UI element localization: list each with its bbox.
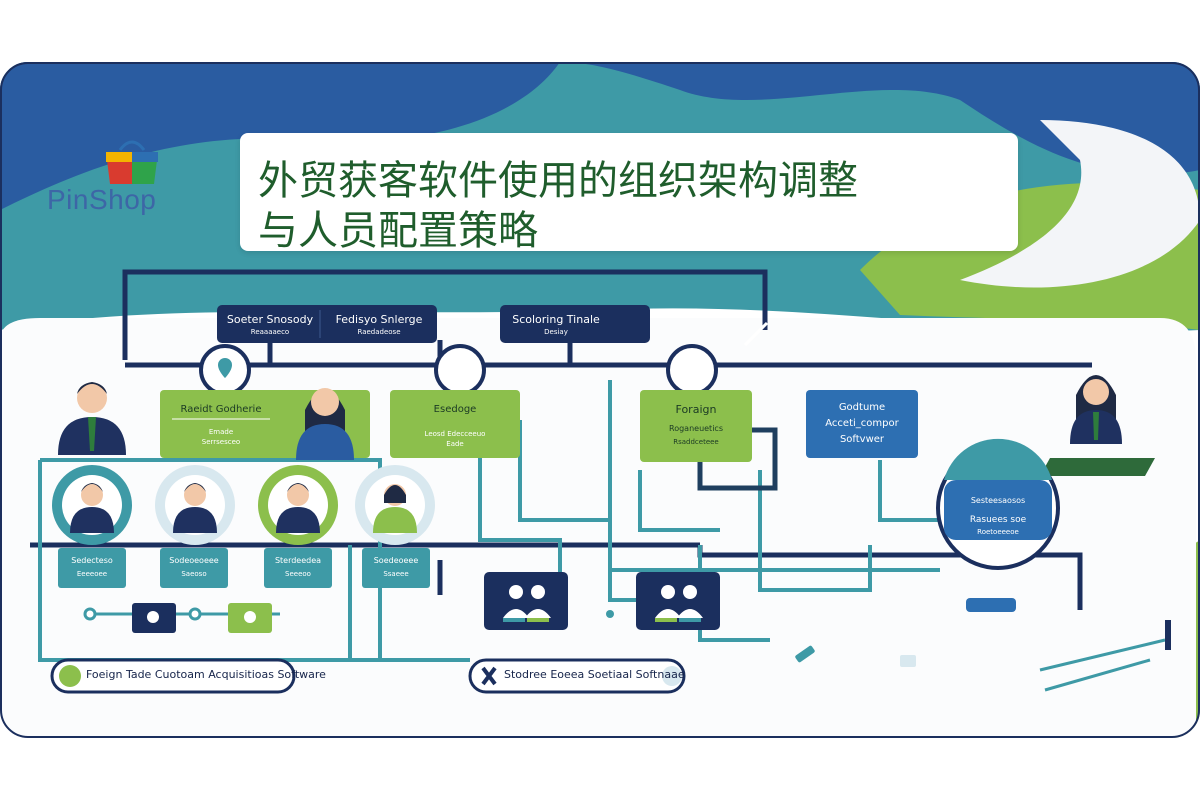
page-title-line-2: 与人员配置策略 [258, 208, 538, 254]
node-chain [83, 603, 280, 633]
bottom-pill-1-label: Foeign Tade Cuotoam Acquisitioas Softwar… [86, 668, 326, 681]
tools-icon [481, 666, 497, 686]
small-tag [966, 598, 1016, 612]
team-label-4-title: Soedeoeee [373, 556, 419, 565]
team-label-3-sub: Seeeoo [285, 570, 311, 578]
title-card [240, 133, 1018, 251]
group-box-2 [636, 572, 720, 630]
team-avatar-4 [355, 465, 435, 545]
blue-box-line2: Acceti_compor [825, 418, 899, 429]
team-label-3-title: Sterdeedea [274, 556, 322, 565]
top-box-2-title: Fedisyo Snlerge [335, 313, 423, 326]
person-woman-standing [296, 388, 354, 460]
team-avatar-1 [52, 465, 132, 545]
junction-node-2 [434, 344, 486, 396]
team-label-box-4 [362, 548, 430, 588]
pinshop-bag-icon [106, 140, 158, 184]
circle-badge-line3: Roetoeeeoe [977, 528, 1019, 536]
green-box-3 [640, 390, 752, 462]
blue-box [806, 390, 918, 458]
group-box-1 [484, 572, 568, 630]
teal-connectors [38, 380, 940, 662]
green-box-2 [390, 390, 520, 458]
team-label-1-sub: Eeeeoee [76, 570, 108, 578]
location-pin-icon [218, 358, 232, 378]
circle-badge-line2: Rasuees soe [969, 515, 1027, 525]
team-label-box-2 [160, 548, 228, 588]
green-box-3-line3: Rsaddceteee [673, 438, 719, 446]
blue-box-title: Godtume [838, 402, 886, 413]
top-box-2-subtitle: Raedadeose [357, 328, 401, 336]
top-box-1-title: Soeter Snosody [226, 313, 314, 326]
team-label-box-1 [58, 548, 126, 588]
team-avatar-2 [155, 465, 235, 545]
brand-name: PinShop [47, 184, 157, 215]
team-label-2-title: Sodeoeoeee [169, 556, 219, 565]
top-box-1-subtitle: Reaaaaeco [250, 328, 290, 336]
bottom-pill-1 [50, 658, 296, 694]
desk-stripe [1040, 458, 1155, 476]
green-box-1-line2: Emade [208, 428, 234, 436]
circle-badge-title: Sesteesaosos [970, 496, 1026, 505]
page-title-line-1: 外贸获客软件使用的组织架构调整 [258, 158, 858, 204]
top-box-2 [500, 305, 650, 343]
team-label-box-3 [264, 548, 332, 588]
green-box-1-title: Raeidt Godherie [180, 404, 262, 415]
blue-box-line3: Softvwer [839, 434, 885, 445]
top-box-3-title: Scoloring Tinale [512, 313, 600, 326]
blue-wave-right [560, 62, 1200, 175]
team-label-4-sub: Ssaeee [383, 570, 409, 578]
bottom-pill-2-label: Stodree Eoeea Soetiaal Softnaae [504, 668, 685, 681]
team-label-2-sub: Saeoso [181, 570, 207, 578]
green-box-2-line3: Eade [446, 440, 464, 448]
top-box-1 [217, 305, 437, 343]
bottom-pill-2 [468, 658, 686, 694]
top-box-3-subtitle: Desiay [544, 328, 568, 336]
paper-curl [960, 120, 1200, 288]
team-label-1-title: Sedecteso [71, 556, 113, 565]
green-box-3-line2: Roganeuetics [669, 424, 723, 433]
person-woman-right [1070, 375, 1122, 444]
green-box-2-line2: Leosd Edecceeuo [424, 430, 486, 438]
team-avatar-3 [258, 465, 338, 545]
junction-node-3 [666, 344, 718, 396]
pill-icon-1 [59, 665, 81, 687]
green-box-1-line3: Serrsesceo [201, 438, 241, 446]
green-box-2-title: Esedoge [433, 404, 477, 415]
green-box-3-title: Foraign [675, 403, 717, 416]
person-man-standing [58, 382, 126, 455]
